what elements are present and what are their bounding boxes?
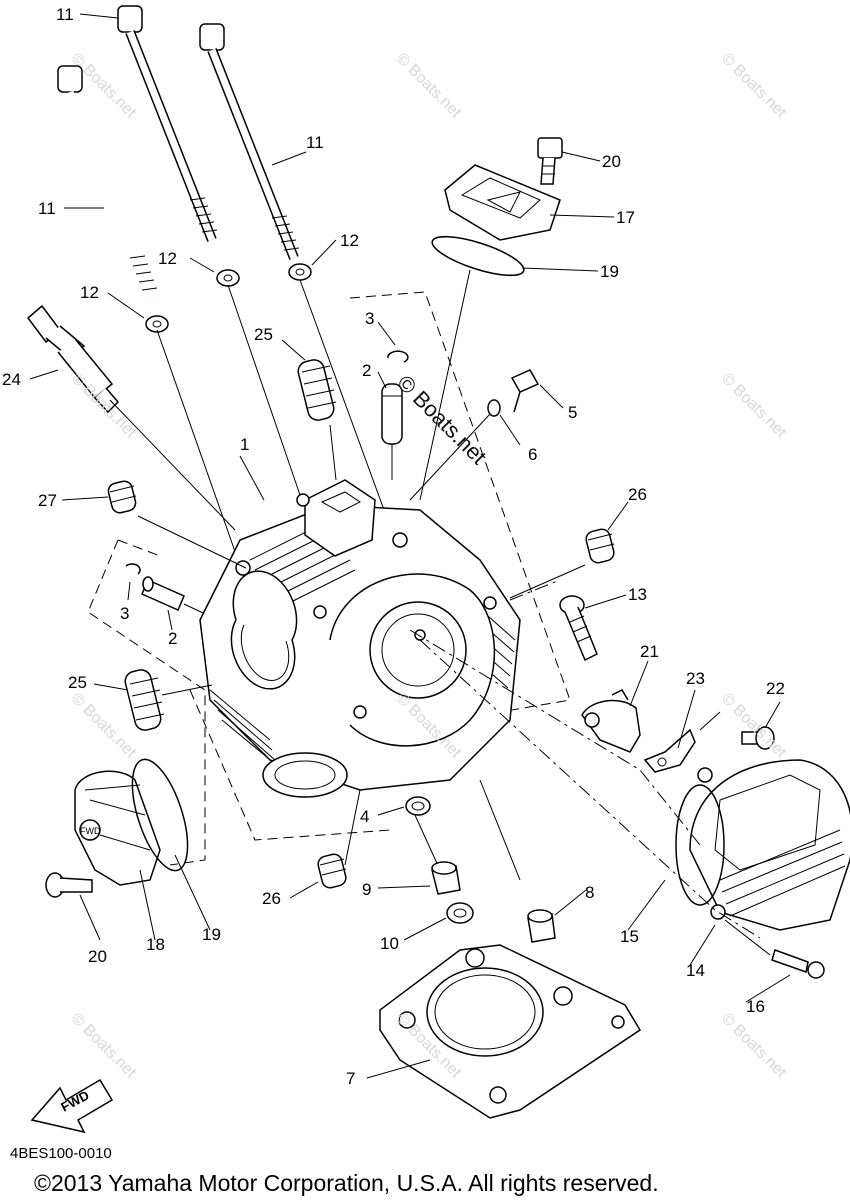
dowel-27 <box>107 480 247 569</box>
callout-11-b: 11 <box>306 133 324 152</box>
bolt-5 <box>510 369 540 413</box>
dowel-9 <box>431 861 461 895</box>
callout-3-upper: 3 <box>365 309 375 328</box>
callout-15: 15 <box>620 927 639 946</box>
bolt-20-left <box>45 872 93 898</box>
washer-10 <box>446 902 474 924</box>
callout-7: 7 <box>346 1069 356 1088</box>
bolt-20-top <box>537 137 563 185</box>
callout-27: 27 <box>38 491 57 510</box>
cylinder-head-bolt-3 <box>199 23 300 260</box>
callout-21: 21 <box>640 642 659 661</box>
callout-5: 5 <box>568 403 578 422</box>
callout-26-lower: 26 <box>262 889 281 908</box>
bracket-23 <box>643 728 696 773</box>
seal-4 <box>405 796 441 871</box>
bolt-16 <box>724 919 825 979</box>
cylinder-head-bolt-1 <box>57 65 158 302</box>
dowel-26-right <box>509 528 615 599</box>
fwd-arrow: FWD <box>30 1078 114 1134</box>
callout-1: 1 <box>240 435 250 454</box>
callout-20-top: 20 <box>602 152 621 171</box>
callout-20-left: 20 <box>88 947 107 966</box>
callout-6: 6 <box>528 445 538 464</box>
callout-12-c: 12 <box>80 283 99 302</box>
callout-9: 9 <box>362 880 372 899</box>
callout-22: 22 <box>766 679 785 698</box>
spark-plug <box>26 304 236 531</box>
bolt-22 <box>741 726 775 750</box>
callout-12-a: 12 <box>158 249 177 268</box>
copyright-notice: ©2013 Yamaha Motor Corporation, U.S.A. A… <box>34 1170 659 1196</box>
washer-12-group <box>145 263 312 333</box>
o-ring-19-left <box>131 758 189 872</box>
callout-25-upper: 25 <box>254 325 273 344</box>
callout-18: 18 <box>146 935 165 954</box>
callout-13: 13 <box>628 585 647 604</box>
callout-23: 23 <box>686 669 705 688</box>
callout-3-left: 3 <box>120 604 130 623</box>
callout-2-left: 2 <box>168 629 178 648</box>
dowel-26-lower <box>317 853 347 889</box>
callout-16: 16 <box>746 997 765 1016</box>
callout-26-right: 26 <box>628 485 647 504</box>
callout-11-a: 11 <box>56 5 74 24</box>
side-cover-18: FWD <box>74 770 161 886</box>
valve-guide-upper <box>381 350 409 480</box>
callout-8: 8 <box>585 883 595 902</box>
callout-10: 10 <box>380 934 399 953</box>
callout-4: 4 <box>360 807 370 826</box>
callout-19-left: 19 <box>202 925 221 944</box>
callout-19-top: 19 <box>600 262 619 281</box>
callout-25-lower: 25 <box>68 673 87 692</box>
dowel-8 <box>479 779 556 943</box>
cylinder-head <box>199 479 521 798</box>
cylinder-head-gasket <box>379 944 642 1119</box>
cam-chain-tensioner-21 <box>581 689 641 753</box>
callout-24: 24 <box>2 370 21 389</box>
callout-17: 17 <box>616 208 635 227</box>
leader-lines <box>29 13 791 1079</box>
o-ring-19-top <box>419 235 525 501</box>
bolt-13 <box>559 595 598 662</box>
callout-14: 14 <box>686 961 705 980</box>
dowel-spring-25-lower <box>124 669 213 731</box>
catalog-code: 4BES100-0010 <box>10 1145 112 1162</box>
callout-11-c: 11 <box>38 199 56 218</box>
tappet-cap-17 <box>444 164 561 241</box>
cylinder-head-bolt-2 <box>117 5 218 242</box>
callout-2-upper: 2 <box>362 361 372 380</box>
fwd-mark-small: FWD <box>80 826 101 836</box>
callout-12-b: 12 <box>340 231 359 250</box>
dowel-spring-25-upper <box>297 359 337 481</box>
valve-cover-15 <box>675 759 850 931</box>
